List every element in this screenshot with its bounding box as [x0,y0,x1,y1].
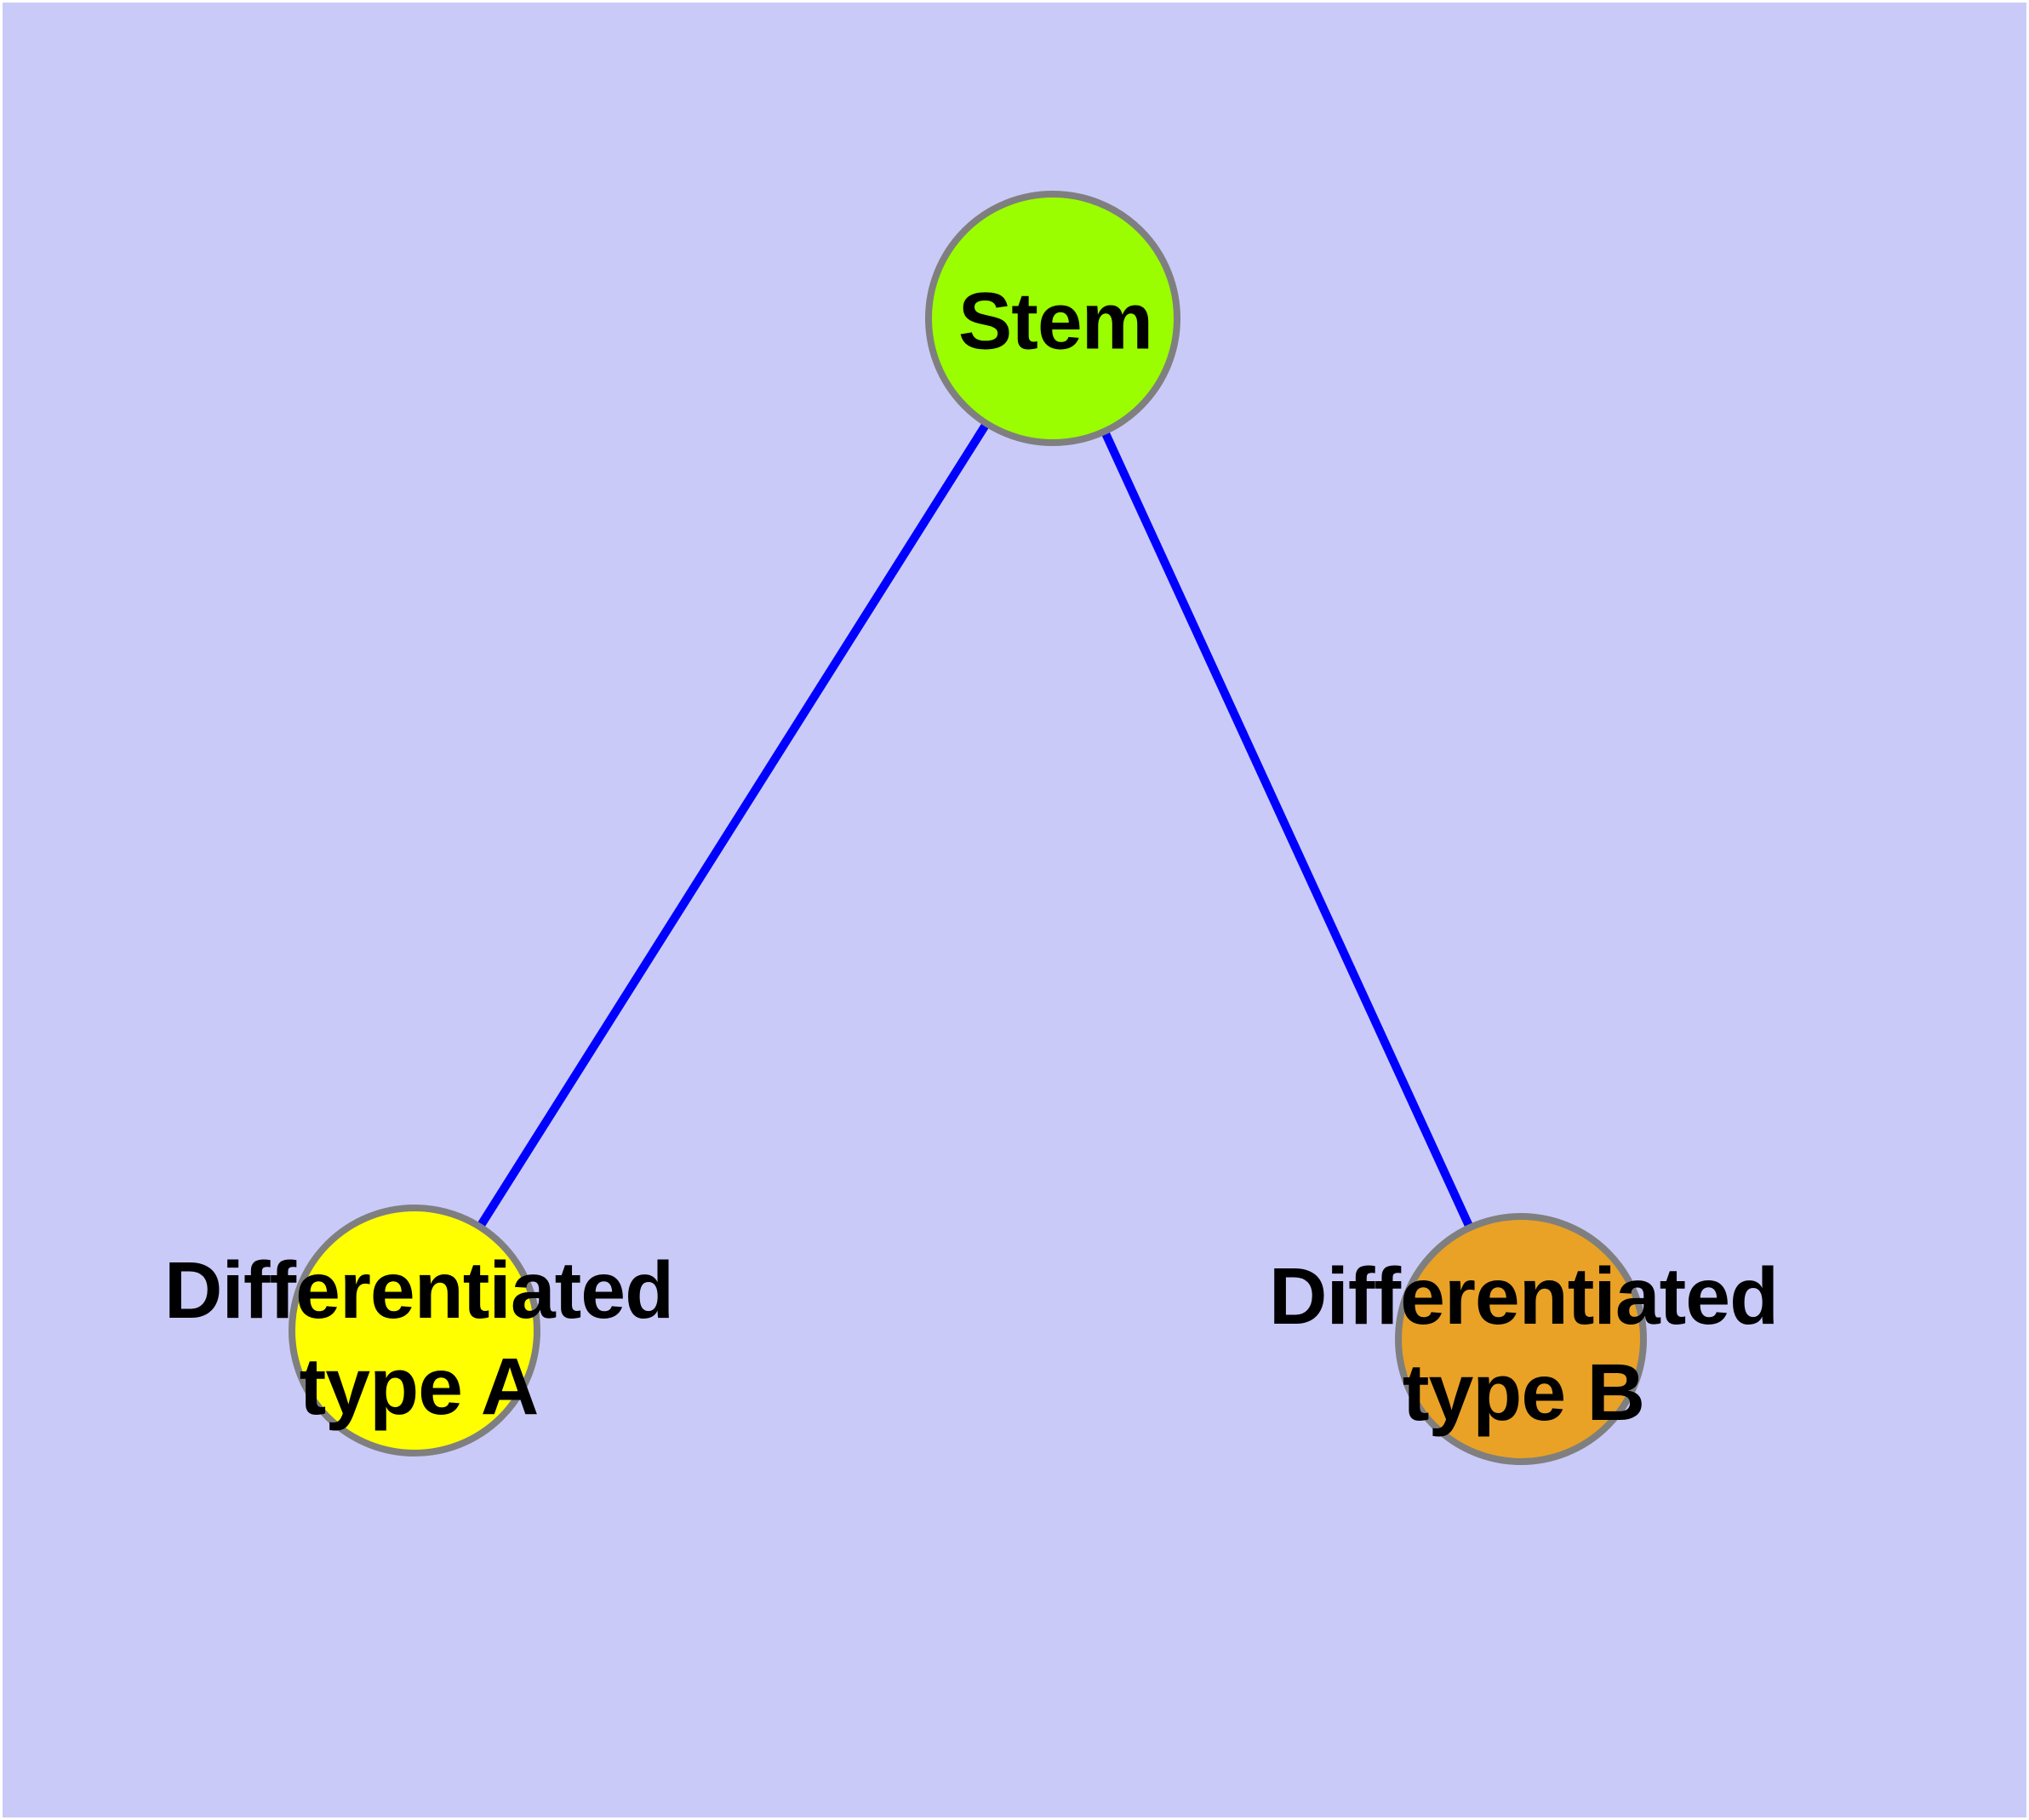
edge-stem-to-type-a [410,316,1057,1333]
node-type-b-label-line2: type B [1402,1348,1645,1438]
node-stem-circle [925,191,1180,446]
node-type-b-label: Differentiated type B [1268,1249,1779,1441]
node-type-a-circle [289,1205,540,1457]
node-stem-label: Stem [957,274,1153,370]
node-type-a-label-line2: type A [299,1342,540,1432]
node-type-b-circle [1395,1213,1647,1465]
edge-stem-to-type-b [1049,316,1525,1342]
node-type-a-label: Differentiated type A [163,1243,674,1435]
node-type-a-label-line1: Differentiated [163,1245,674,1336]
node-type-b-label-line1: Differentiated [1268,1251,1779,1342]
node-stem-label-text: Stem [957,276,1153,367]
